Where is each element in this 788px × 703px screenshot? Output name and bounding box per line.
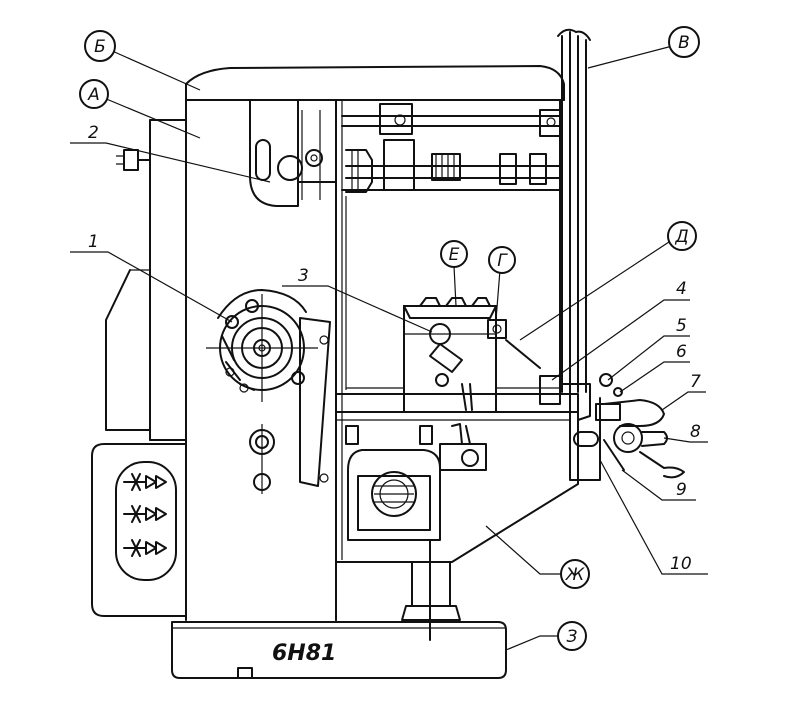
callout-5: 5 <box>676 316 687 336</box>
callout-Z: З <box>557 621 587 651</box>
callout-B: Б <box>84 30 116 62</box>
callout-G: Г <box>488 246 516 274</box>
callout-label: Г <box>497 251 508 271</box>
switch-icon <box>123 473 167 491</box>
callout-8: 8 <box>690 422 701 442</box>
switch-gauges <box>123 473 167 557</box>
callout-D: Д <box>667 221 697 251</box>
callout-label: З <box>567 627 578 647</box>
callout-9: 9 <box>676 480 687 500</box>
callout-6: 6 <box>676 342 687 362</box>
callout-Zh: Ж <box>560 559 590 589</box>
knee-console <box>335 375 591 563</box>
callout-label: Б <box>94 37 106 57</box>
callout-label: А <box>87 85 100 105</box>
elevation-screw <box>401 539 461 641</box>
switch-icon <box>123 505 167 523</box>
callout-10: 10 <box>670 554 692 574</box>
callout-1: 1 <box>88 232 99 252</box>
callout-3: 3 <box>298 266 309 286</box>
spindle-head-mechanism <box>249 99 563 207</box>
cross-slide-housing <box>345 423 487 541</box>
lower-dials <box>249 424 275 494</box>
callout-7: 7 <box>690 372 701 392</box>
feed-dial <box>206 289 318 402</box>
callout-2: 2 <box>88 123 99 143</box>
callout-A: А <box>79 79 109 109</box>
callout-label: Е <box>449 245 460 265</box>
callout-4: 4 <box>676 279 687 299</box>
machine-base <box>171 621 507 679</box>
lever-rail <box>299 317 331 487</box>
right-controls <box>569 373 685 481</box>
leader-lines <box>70 43 708 651</box>
handwheel-2 <box>116 149 151 171</box>
callout-E: Е <box>440 240 468 268</box>
callout-label: Ж <box>565 565 585 585</box>
callout-V: В <box>668 26 700 58</box>
callout-label: Д <box>674 227 688 247</box>
callout-label: В <box>678 33 690 53</box>
model-label: 6Н81 <box>272 641 336 666</box>
switch-icon <box>123 539 167 557</box>
overarm-rods <box>557 28 591 393</box>
